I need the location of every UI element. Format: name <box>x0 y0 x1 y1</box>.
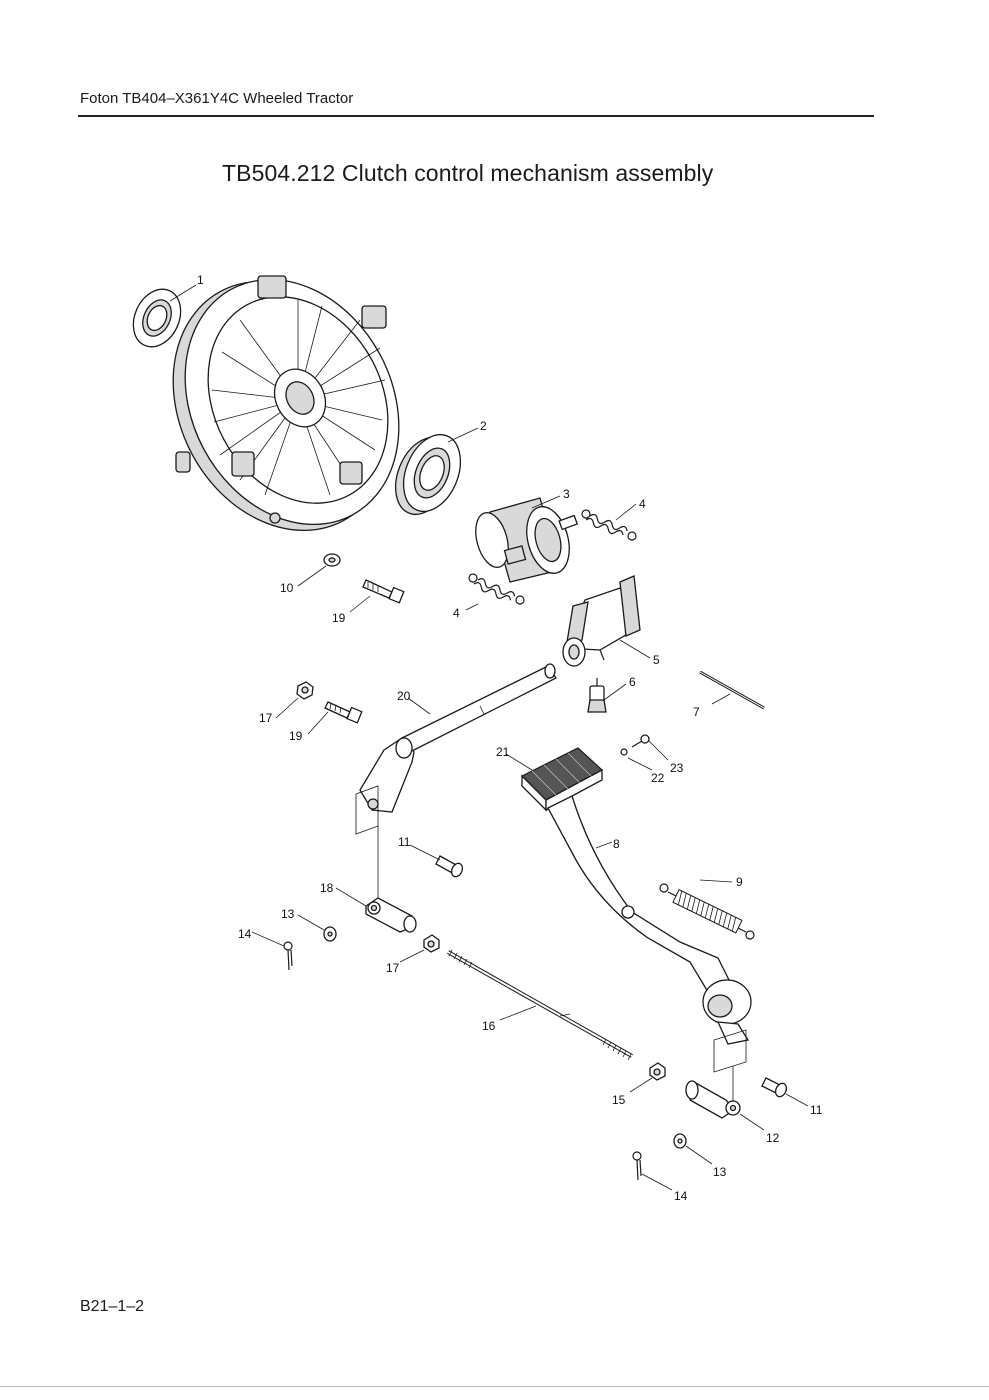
part-9-pedal-spring <box>659 883 755 940</box>
callout-10: 10 <box>280 581 294 595</box>
part-17-nut-lower <box>423 934 440 953</box>
callout-labels: 1 2 3 4 4 5 6 7 8 9 10 11 11 12 13 13 14… <box>197 273 823 1203</box>
part-7-rod <box>699 670 765 710</box>
callout-13-upper: 13 <box>281 907 295 921</box>
callout-22: 22 <box>651 771 665 785</box>
callout-9: 9 <box>736 875 743 889</box>
callout-8: 8 <box>613 837 620 851</box>
part-17-nut-upper <box>296 681 314 700</box>
callout-2: 2 <box>480 419 487 433</box>
callout-17-lower: 17 <box>386 961 400 975</box>
callout-14-upper: 14 <box>238 927 252 941</box>
part-2-release-bearing <box>394 434 462 515</box>
part-12-clevis <box>685 1080 741 1119</box>
callout-19-lower: 19 <box>289 729 303 743</box>
callout-6: 6 <box>629 675 636 689</box>
callout-11-upper: 11 <box>398 835 411 849</box>
leader-lines <box>169 284 809 1191</box>
part-11-clevis-pin-upper <box>435 855 464 878</box>
page-title: TB504.212 Clutch control mechanism assem… <box>222 160 714 186</box>
part-23-screw <box>631 734 650 748</box>
hidden-link-line-upper <box>355 785 379 902</box>
callout-4-upper: 4 <box>639 497 646 511</box>
part-4-return-spring-upper <box>581 509 637 541</box>
bottom-rule <box>0 1386 989 1387</box>
part-4-return-spring-lower <box>468 573 525 605</box>
part-19-bolt-lower <box>324 701 363 724</box>
document-header: Foton TB404–X361Y4C Wheeled Tractor <box>80 90 354 107</box>
hidden-link-line-lower <box>713 1029 747 1102</box>
callout-15: 15 <box>612 1093 626 1107</box>
part-19-bolt-upper <box>362 579 405 604</box>
part-8-pedal-arm <box>547 795 752 1045</box>
clutch-release-lever <box>359 737 415 813</box>
callout-4-lower: 4 <box>453 606 460 620</box>
callout-23: 23 <box>670 761 684 775</box>
part-1-oil-seal <box>132 288 182 348</box>
part-14-split-pin-lower <box>632 1151 642 1181</box>
callout-16: 16 <box>482 1019 496 1033</box>
clutch-pressure-plate-assembly <box>172 275 400 532</box>
header-rule <box>78 115 874 117</box>
callout-12: 12 <box>766 1131 780 1145</box>
callout-19-upper: 19 <box>332 611 346 625</box>
part-20-release-shaft <box>401 663 557 753</box>
part-15-nut <box>649 1062 666 1081</box>
callout-20: 20 <box>397 689 411 703</box>
part-11-clevis-pin-lower <box>761 1077 788 1098</box>
part-6-grease-nipple <box>587 678 607 713</box>
callout-5: 5 <box>653 653 660 667</box>
part-13-washer-lower <box>673 1133 687 1149</box>
callout-1: 1 <box>197 273 204 287</box>
part-18-clevis <box>365 897 417 933</box>
page-code: B21–1–2 <box>80 1298 145 1315</box>
callout-7: 7 <box>693 705 700 719</box>
callout-17-upper: 17 <box>259 711 273 725</box>
callout-14-lower: 14 <box>674 1189 688 1203</box>
callout-18: 18 <box>320 881 334 895</box>
part-14-split-pin-upper <box>283 941 293 971</box>
part-10-washer <box>323 553 341 567</box>
part-21-pedal-pad <box>520 747 604 812</box>
callout-3: 3 <box>563 487 570 501</box>
callout-21: 21 <box>496 745 510 759</box>
callout-13-lower: 13 <box>713 1165 727 1179</box>
part-3-bearing-carrier <box>475 497 579 583</box>
part-16-adjusting-rod <box>447 949 633 1061</box>
callout-11-lower: 11 <box>810 1103 823 1117</box>
part-22-spring-washer <box>620 748 628 756</box>
part-13-washer-upper <box>323 926 337 942</box>
part-5-release-fork <box>562 575 641 667</box>
